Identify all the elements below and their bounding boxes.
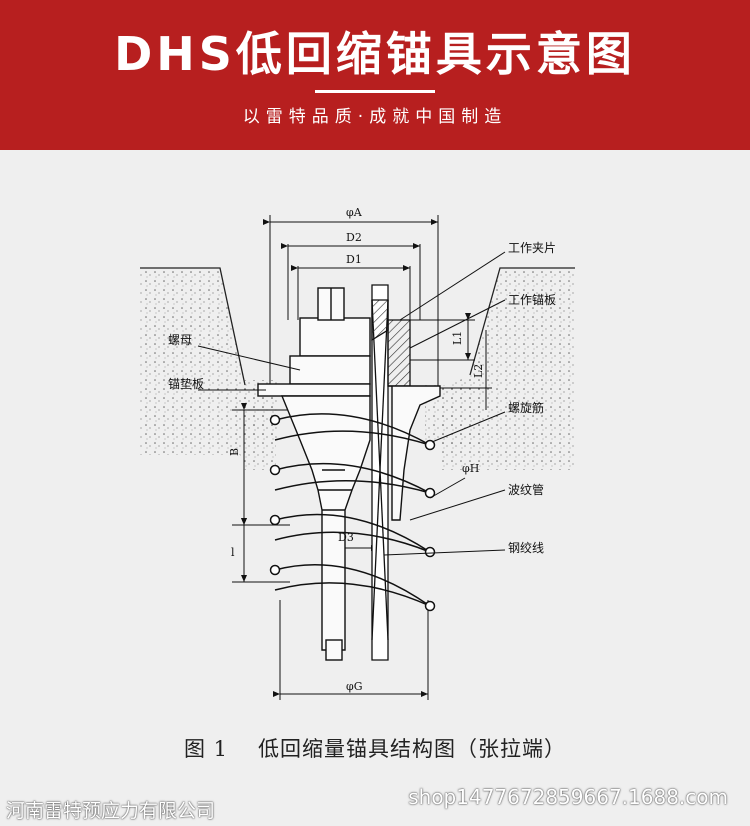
company-watermark: 河南雷特预应力有限公司 [6, 800, 216, 822]
dim-l: l [231, 546, 235, 559]
figure-caption-text: 低回缩量锚具结构图（张拉端） [258, 737, 567, 761]
anchor-schematic: φA D2 D1 D3 φG φH B l L1 L2 工作夹片 工作锚板 螺母… [140, 206, 575, 700]
page-title: DHS低回缩锚具示意图 [114, 27, 636, 81]
label-corrugated-pipe: 波纹管 [508, 482, 544, 497]
dim-b: B [228, 448, 241, 456]
dim-d1: D1 [346, 253, 362, 266]
spiral-rebar [269, 413, 436, 612]
label-nut: 螺母 [168, 333, 192, 347]
dim-phi-h: φH [462, 462, 479, 475]
label-bearing-plate: 锚垫板 [168, 376, 204, 391]
dim-l1: L1 [451, 331, 464, 345]
shop-url-watermark: shop1477672859667.1688.com [408, 785, 728, 809]
dim-phi-g: φG [346, 680, 363, 693]
leader-lines [197, 251, 506, 556]
title-divider [315, 90, 435, 93]
page-subtitle: 以雷特品质·成就中国制造 [242, 107, 508, 127]
figure-caption: 图 1 低回缩量锚具结构图（张拉端） [0, 733, 750, 763]
label-work-anchor-plate: 工作锚板 [508, 292, 556, 307]
label-spiral-rebar: 螺旋筋 [508, 400, 544, 415]
dimension-lines [232, 215, 492, 700]
figure-number: 图 1 [183, 737, 229, 761]
work-clip [371, 299, 411, 387]
header-banner: DHS低回缩锚具示意图 以雷特品质·成就中国制造 [0, 0, 750, 150]
dim-d2: D2 [346, 231, 362, 244]
anchor-body [257, 287, 371, 661]
label-work-clip: 工作夹片 [508, 241, 556, 255]
dim-phi-a: φA [346, 206, 363, 219]
label-strand: 钢绞线 [508, 540, 544, 555]
dim-d3: D3 [338, 531, 354, 544]
dim-l2: L2 [472, 364, 485, 378]
